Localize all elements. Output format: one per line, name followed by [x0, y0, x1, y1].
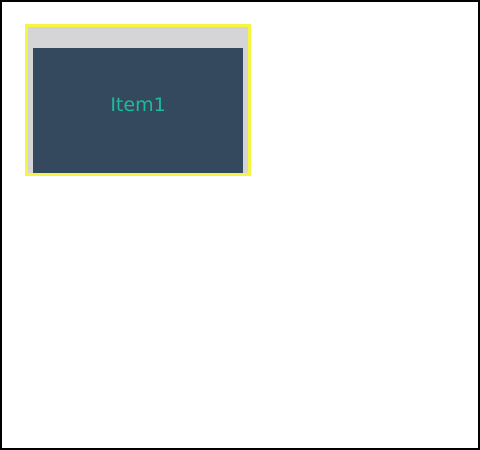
item-label: Item1: [110, 93, 166, 116]
item-card-body[interactable]: Item1: [33, 48, 243, 173]
item-card[interactable]: Item1: [25, 24, 251, 176]
